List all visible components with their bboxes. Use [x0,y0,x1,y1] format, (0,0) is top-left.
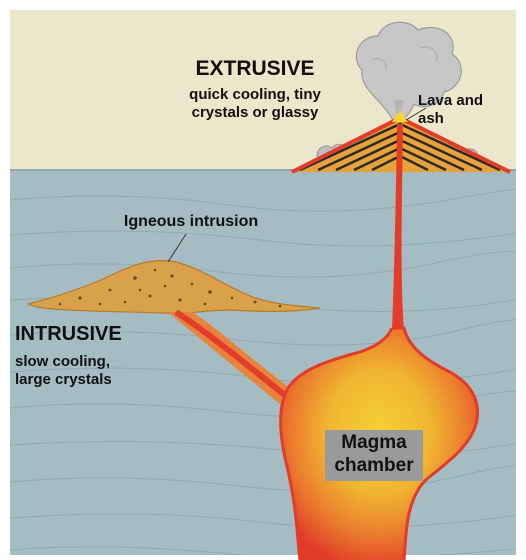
extrusive-description-line2: crystals or glassy [150,104,360,122]
intrusive-title: INTRUSIVE [15,322,165,346]
extrusive-description-line1: quick cooling, tiny [150,86,360,104]
intrusive-description: slow cooling, large crystals [15,353,165,389]
magma-chamber-label-line2: chamber [325,455,423,478]
extrusive-description: quick cooling, tiny crystals or glassy [150,86,360,122]
igneous-intrusion-label: Igneous intrusion [96,212,286,231]
lava-ash-label-line1: Lava and [418,92,518,110]
lava-ash-label-line2: ash [418,110,518,128]
magma-chamber-label: Magma chamber [325,430,423,481]
intrusive-description-line2: large crystals [15,371,165,389]
intrusive-description-line1: slow cooling, [15,353,165,371]
magma-chamber-label-line1: Magma [325,432,423,455]
lava-ash-label: Lava and ash [418,92,518,128]
extrusive-title: EXTRUSIVE [150,56,360,81]
